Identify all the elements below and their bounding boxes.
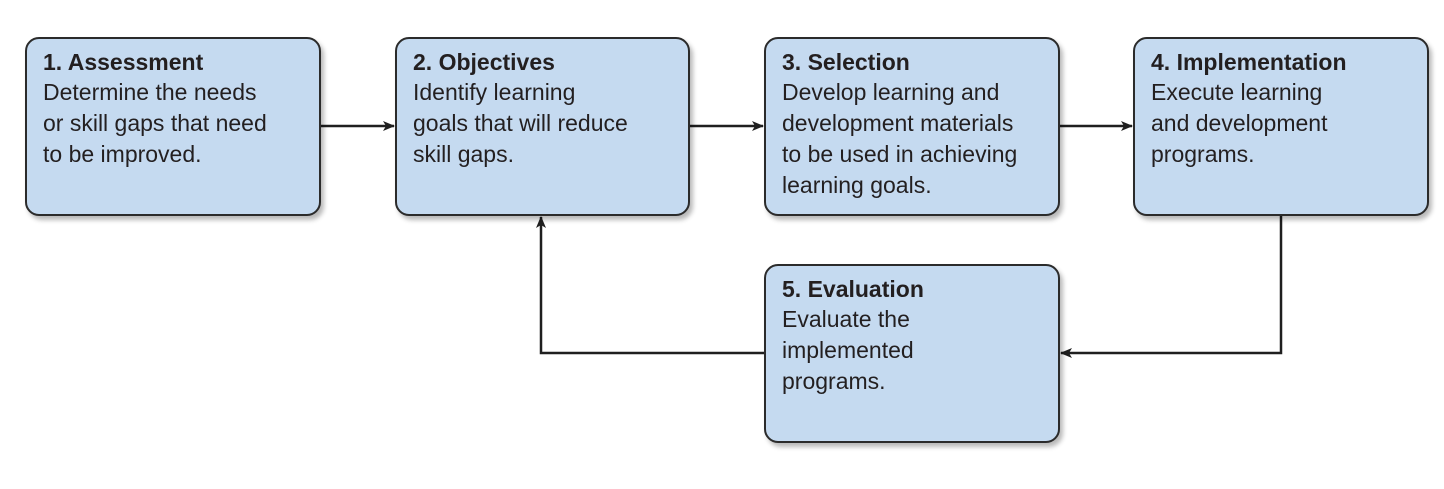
step-assessment-title: 1. Assessment <box>43 49 204 75</box>
step-objectives-line-1: Identify learning <box>413 79 576 105</box>
step-selection-line-4: learning goals. <box>782 172 932 198</box>
step-assessment-line-2: or skill gaps that need <box>43 110 267 136</box>
step-selection-line-2: development materials <box>782 110 1014 136</box>
step-assessment-line-3: to be improved. <box>43 141 202 167</box>
step-selection-line-1: Develop learning and <box>782 79 1000 105</box>
arrow-evaluation-to-objectives <box>536 216 764 355</box>
step-implementation-line-3: programs. <box>1151 141 1255 167</box>
step-evaluation-line-2: implemented <box>782 337 914 363</box>
step-objectives-title: 2. Objectives <box>413 49 555 75</box>
step-evaluation-line-1: Evaluate the <box>782 306 910 332</box>
step-evaluation-line-3: programs. <box>782 368 886 394</box>
step-selection-box: 3. Selection Develop learning and develo… <box>764 37 1060 216</box>
step-objectives-line-2: goals that will reduce <box>413 110 628 136</box>
step-evaluation-title: 5. Evaluation <box>782 276 924 302</box>
step-implementation-line-2: and development <box>1151 110 1328 136</box>
step-selection-line-3: to be used in achieving <box>782 141 1018 167</box>
step-selection-title: 3. Selection <box>782 49 910 75</box>
step-assessment-box: 1. Assessment Determine the needs or ski… <box>25 37 321 216</box>
step-implementation-line-1: Execute learning <box>1151 79 1323 105</box>
step-evaluation-box: 5. Evaluation Evaluate the implemented p… <box>764 264 1060 443</box>
arrow-implementation-to-evaluation <box>1060 216 1283 358</box>
step-objectives-line-3: skill gaps. <box>413 141 514 167</box>
step-objectives-box: 2. Objectives Identify learning goals th… <box>395 37 690 216</box>
step-implementation-title: 4. Implementation <box>1151 49 1347 75</box>
step-implementation-box: 4. Implementation Execute learning and d… <box>1133 37 1429 216</box>
step-assessment-line-1: Determine the needs <box>43 79 257 105</box>
